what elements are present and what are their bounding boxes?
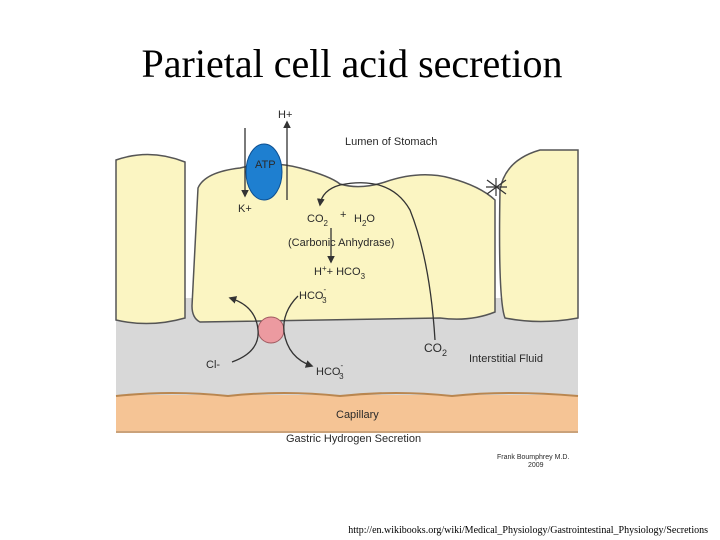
atp-label: ATP (255, 159, 276, 171)
cl-arrow (228, 296, 259, 363)
tight-junction-icon (486, 178, 507, 196)
k-plus-label: K+ (238, 203, 252, 215)
interstitial-fluid-label: Interstitial Fluid (469, 353, 543, 365)
co2-diffusion-arrow (316, 182, 436, 341)
h2o-label: H2O (354, 213, 375, 228)
capillary-label: Capillary (336, 409, 379, 421)
page-title: Parietal cell acid secretion (0, 40, 720, 87)
diagram-caption: Gastric Hydrogen Secretion (286, 433, 421, 445)
author-year: 2009 (528, 462, 544, 469)
hco3-out-arrow (283, 295, 314, 368)
hco3-cell-label: HCO-3 (299, 285, 327, 305)
cl-hco3-exchanger (257, 316, 285, 344)
lumen-label: Lumen of Stomach (345, 136, 437, 148)
cl-label: Cl- (206, 359, 220, 371)
co2-label: CO2 (307, 213, 329, 228)
right-cell (498, 149, 579, 323)
hco3-out-label: HCO-3 (316, 361, 344, 381)
plus-sign: + (340, 209, 346, 221)
h-plus-label: H+ (278, 109, 292, 121)
co2-interstitial-label: CO2 (424, 341, 447, 358)
carbonic-anhydrase-label: (Carbonic Anhydrase) (288, 237, 394, 249)
left-cell (115, 153, 186, 325)
capillary (115, 392, 579, 433)
author-credit: Frank Boumphrey M.D. (497, 454, 569, 461)
h-hco3-label: H++ HCO3 (314, 264, 366, 281)
title-text: Parietal cell acid secretion (141, 41, 563, 86)
atp-pump (245, 143, 283, 201)
source-url: http://en.wikibooks.org/wiki/Medical_Phy… (348, 525, 708, 536)
